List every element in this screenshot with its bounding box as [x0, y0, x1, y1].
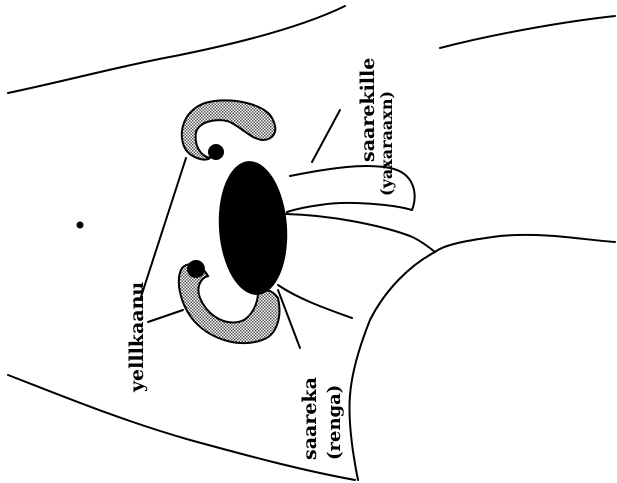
body-outline-top — [8, 6, 345, 93]
label-saarekille: saarekille — [357, 58, 379, 162]
label-saareka-group: saareka — [299, 377, 321, 460]
leader-saarekille — [312, 110, 340, 162]
body-outline-right — [440, 16, 615, 48]
pore-dot — [77, 222, 84, 229]
label-saarekille-group: saarekille — [357, 58, 379, 162]
leader-saareka — [278, 290, 300, 348]
lower-lobe-outline — [349, 252, 435, 480]
upper-ring-outer — [182, 100, 275, 159]
body-lobe-outline — [286, 214, 615, 252]
label-yaxaraaxn-group: (yaxaraaxn) — [377, 91, 396, 196]
leader-yelllkaanu-lower — [148, 310, 183, 322]
lower-ring-blob — [187, 260, 205, 278]
label-saareka: saareka — [299, 377, 321, 460]
inner-curve — [278, 285, 352, 318]
upper-ring-blob — [208, 144, 224, 160]
central-oval — [214, 159, 291, 297]
label-yaxaraaxn: (yaxaraaxn) — [377, 91, 396, 196]
label-yelllkaanu-group: yelllkaanu — [126, 282, 148, 393]
label-renga: (renga) — [324, 385, 345, 460]
label-renga-group: (renga) — [324, 385, 345, 460]
label-yelllkaanu: yelllkaanu — [126, 282, 148, 393]
